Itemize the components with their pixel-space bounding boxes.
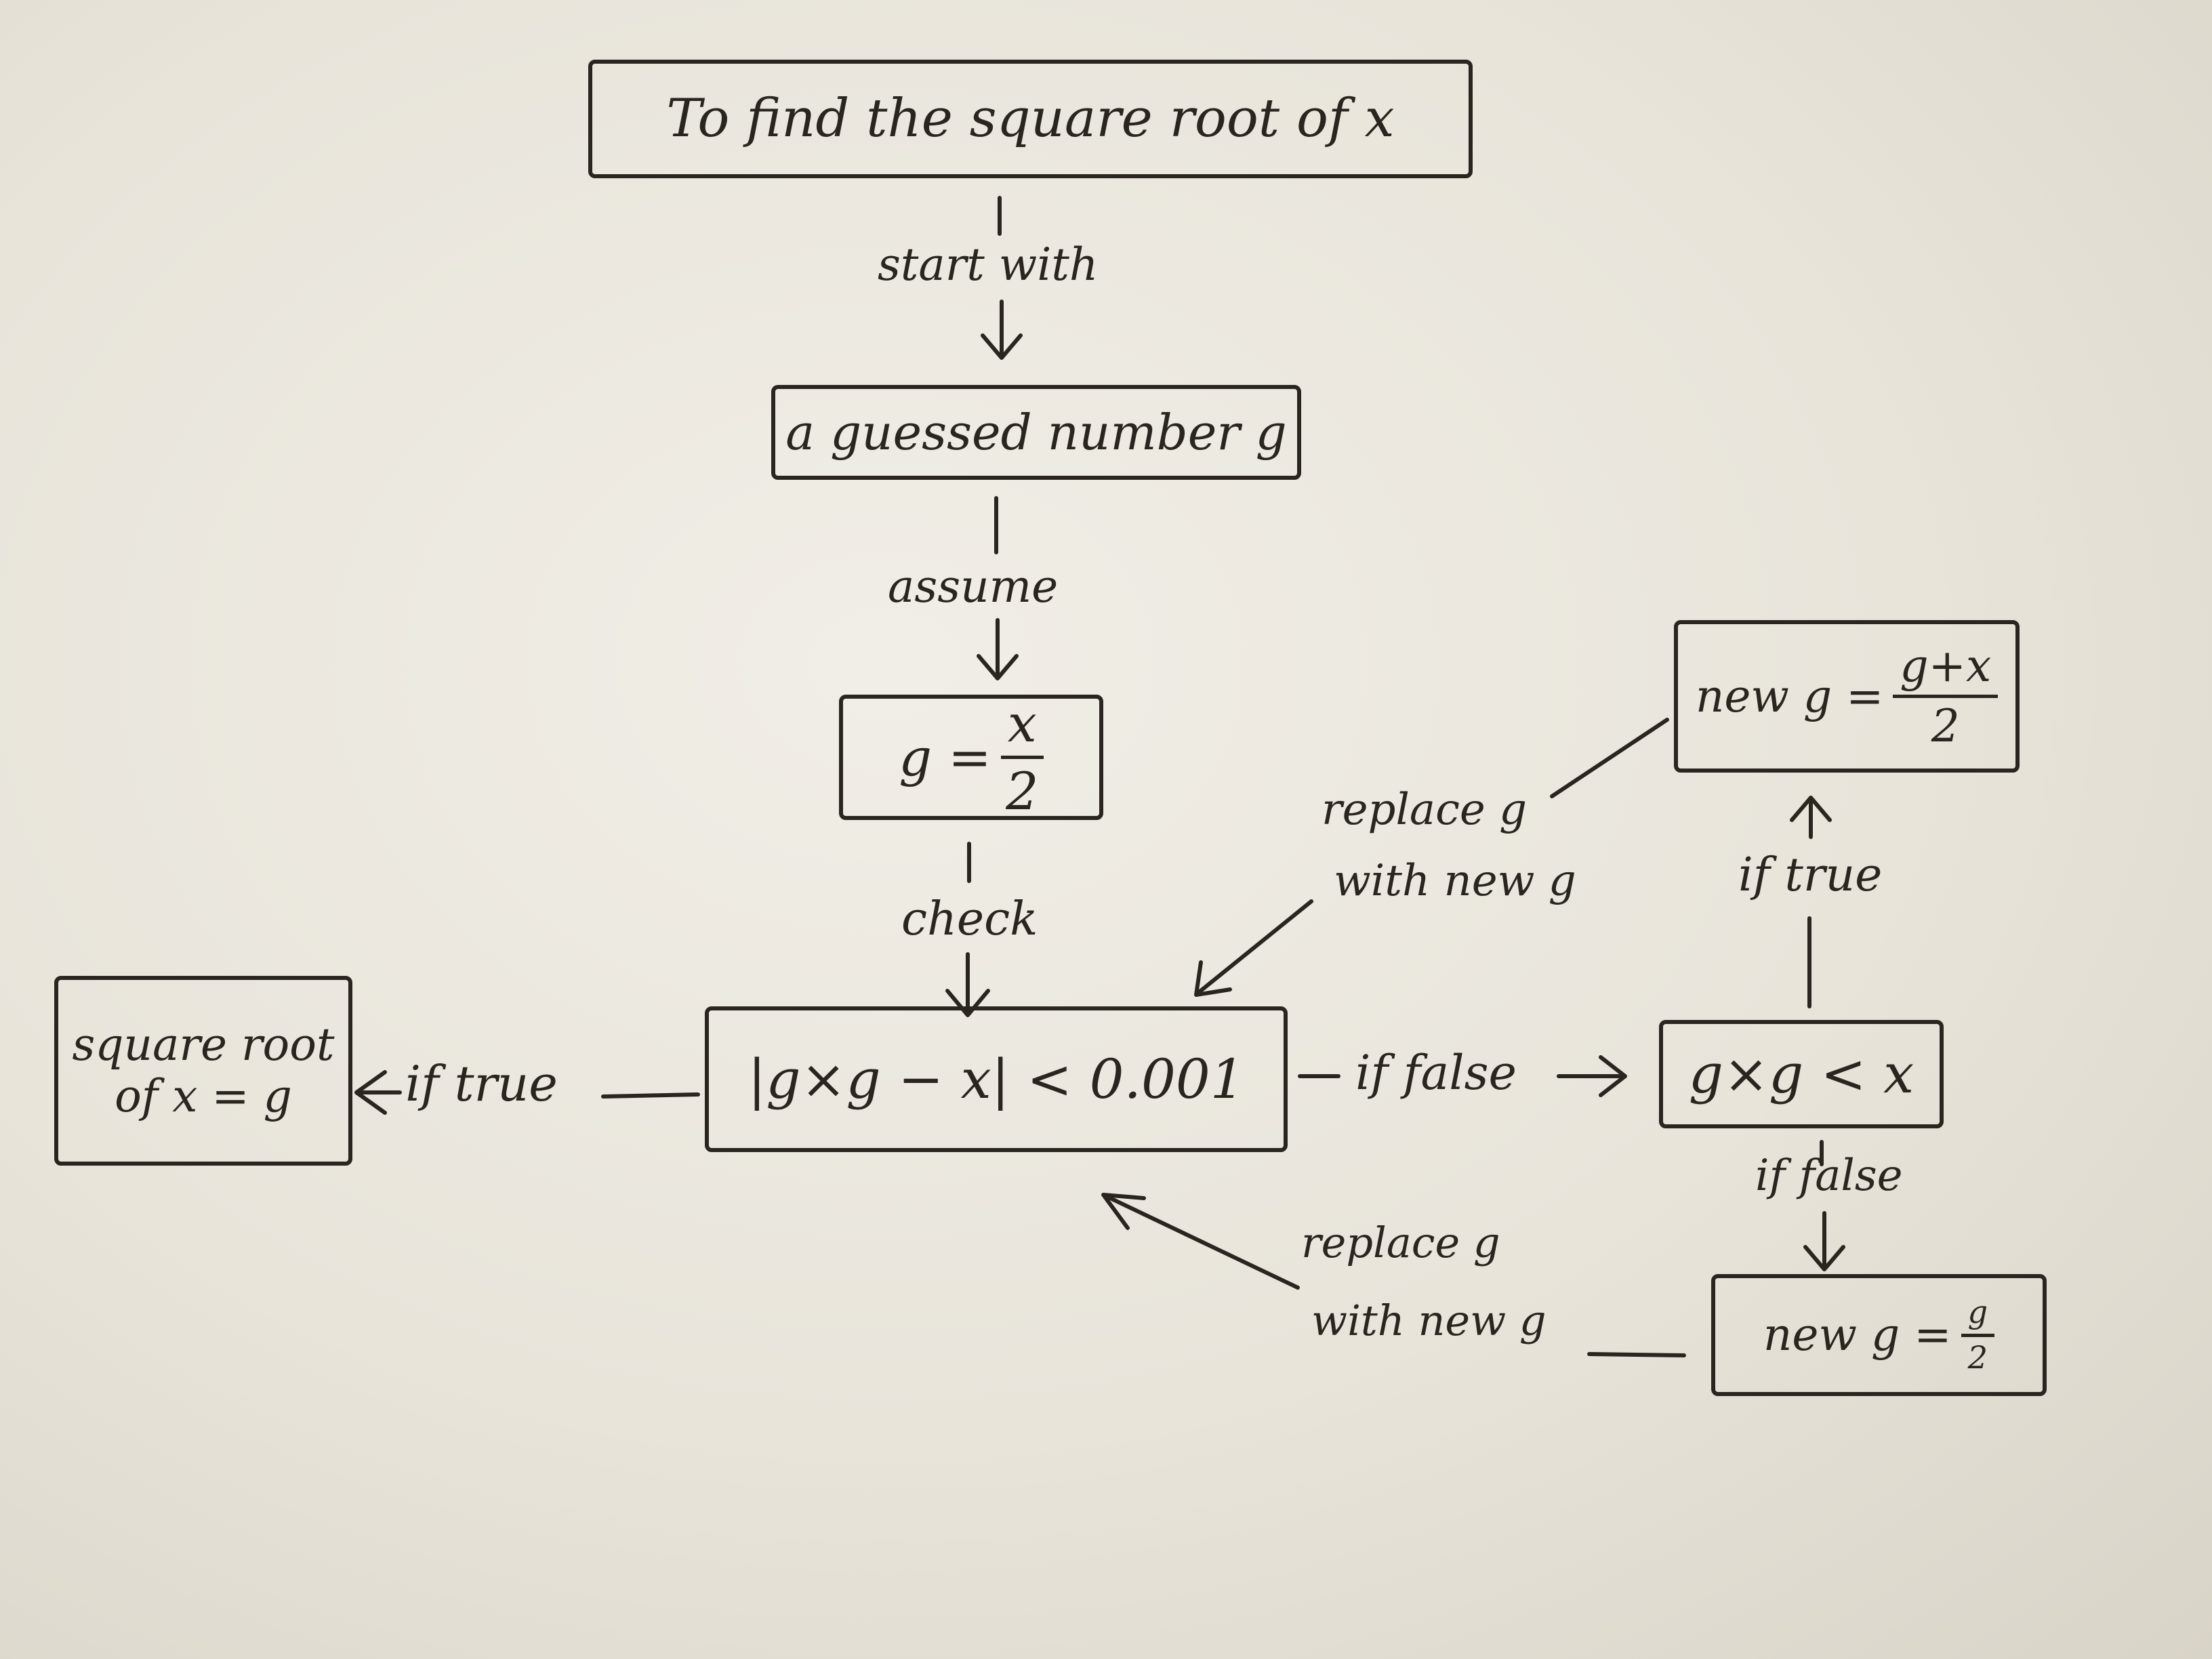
- edge-newdown-to-check-left: [1104, 1194, 1300, 1290]
- node-new-up-denominator: 2: [1931, 700, 1960, 752]
- node-start: To find the square root of x: [588, 60, 1473, 178]
- edge-newup-to-check-lower: [1196, 899, 1313, 995]
- node-new-down-numerator: g: [1961, 1294, 1995, 1337]
- arrowhead-check-from-newdown: [1101, 1193, 1146, 1230]
- node-new-up-lhs: new g =: [1695, 670, 1884, 722]
- label-assume: assume: [888, 560, 1059, 613]
- label-if-false-compare: if false: [1355, 1045, 1517, 1101]
- label-replace-up-2: with new g: [1334, 856, 1576, 906]
- node-compare-text: g×g < x: [1688, 1042, 1914, 1105]
- arrowhead-guess: [981, 333, 1023, 360]
- label-if-true-result: if true: [405, 1055, 558, 1112]
- arrowhead-init: [977, 654, 1019, 680]
- node-new-down: new g = g 2: [1711, 1274, 2047, 1396]
- label-if-false-down: if false: [1755, 1151, 1903, 1201]
- arrowhead-newup: [1790, 796, 1832, 822]
- node-result-line2: of x = g: [115, 1070, 292, 1122]
- node-init-numerator: x: [1000, 693, 1044, 759]
- node-init: g = x 2: [839, 693, 1103, 821]
- label-replace-down-1: replace g: [1301, 1218, 1500, 1267]
- node-start-text: To find the square root of x: [666, 87, 1395, 149]
- node-check-text: |g×g − x| < 0.001: [747, 1047, 1245, 1111]
- label-replace-up-1: replace g: [1322, 785, 1528, 835]
- node-result-line1: square root: [72, 1019, 335, 1071]
- arrowhead-check-from-newup: [1194, 960, 1232, 997]
- node-init-denominator: 2: [1006, 761, 1039, 821]
- label-check: check: [901, 893, 1038, 946]
- node-init-fraction: x 2: [1000, 693, 1044, 821]
- label-if-true-up: if true: [1738, 848, 1883, 902]
- node-check: |g×g − x| < 0.001: [705, 1006, 1288, 1152]
- node-guess: a guessed number g: [771, 385, 1301, 480]
- node-compare: g×g < x: [1659, 1020, 1944, 1128]
- arrowhead-newdown: [1803, 1245, 1845, 1271]
- arrowhead-check: [945, 989, 990, 1017]
- node-new-up-fraction: g+x 2: [1893, 640, 1999, 752]
- label-start-with: start with: [878, 239, 1099, 291]
- arrowhead-compare: [1599, 1055, 1627, 1097]
- edge-newdown-to-check-right: [1587, 1352, 1686, 1357]
- node-init-lhs: g =: [899, 726, 991, 787]
- edge-newup-to-check-upper: [1550, 718, 1669, 798]
- edge-check-to-result-right: [601, 1092, 700, 1099]
- node-new-down-lhs: new g =: [1763, 1309, 1952, 1361]
- label-replace-down-2: with new g: [1311, 1296, 1547, 1345]
- node-new-down-fraction: g 2: [1961, 1294, 1995, 1375]
- node-result: square root of x = g: [54, 976, 352, 1166]
- node-new-up-numerator: g+x: [1893, 640, 1999, 698]
- node-guess-text: a guessed number g: [785, 403, 1287, 461]
- arrowhead-result: [354, 1070, 387, 1115]
- node-new-up: new g = g+x 2: [1674, 620, 2020, 773]
- node-new-down-denominator: 2: [1967, 1338, 1988, 1376]
